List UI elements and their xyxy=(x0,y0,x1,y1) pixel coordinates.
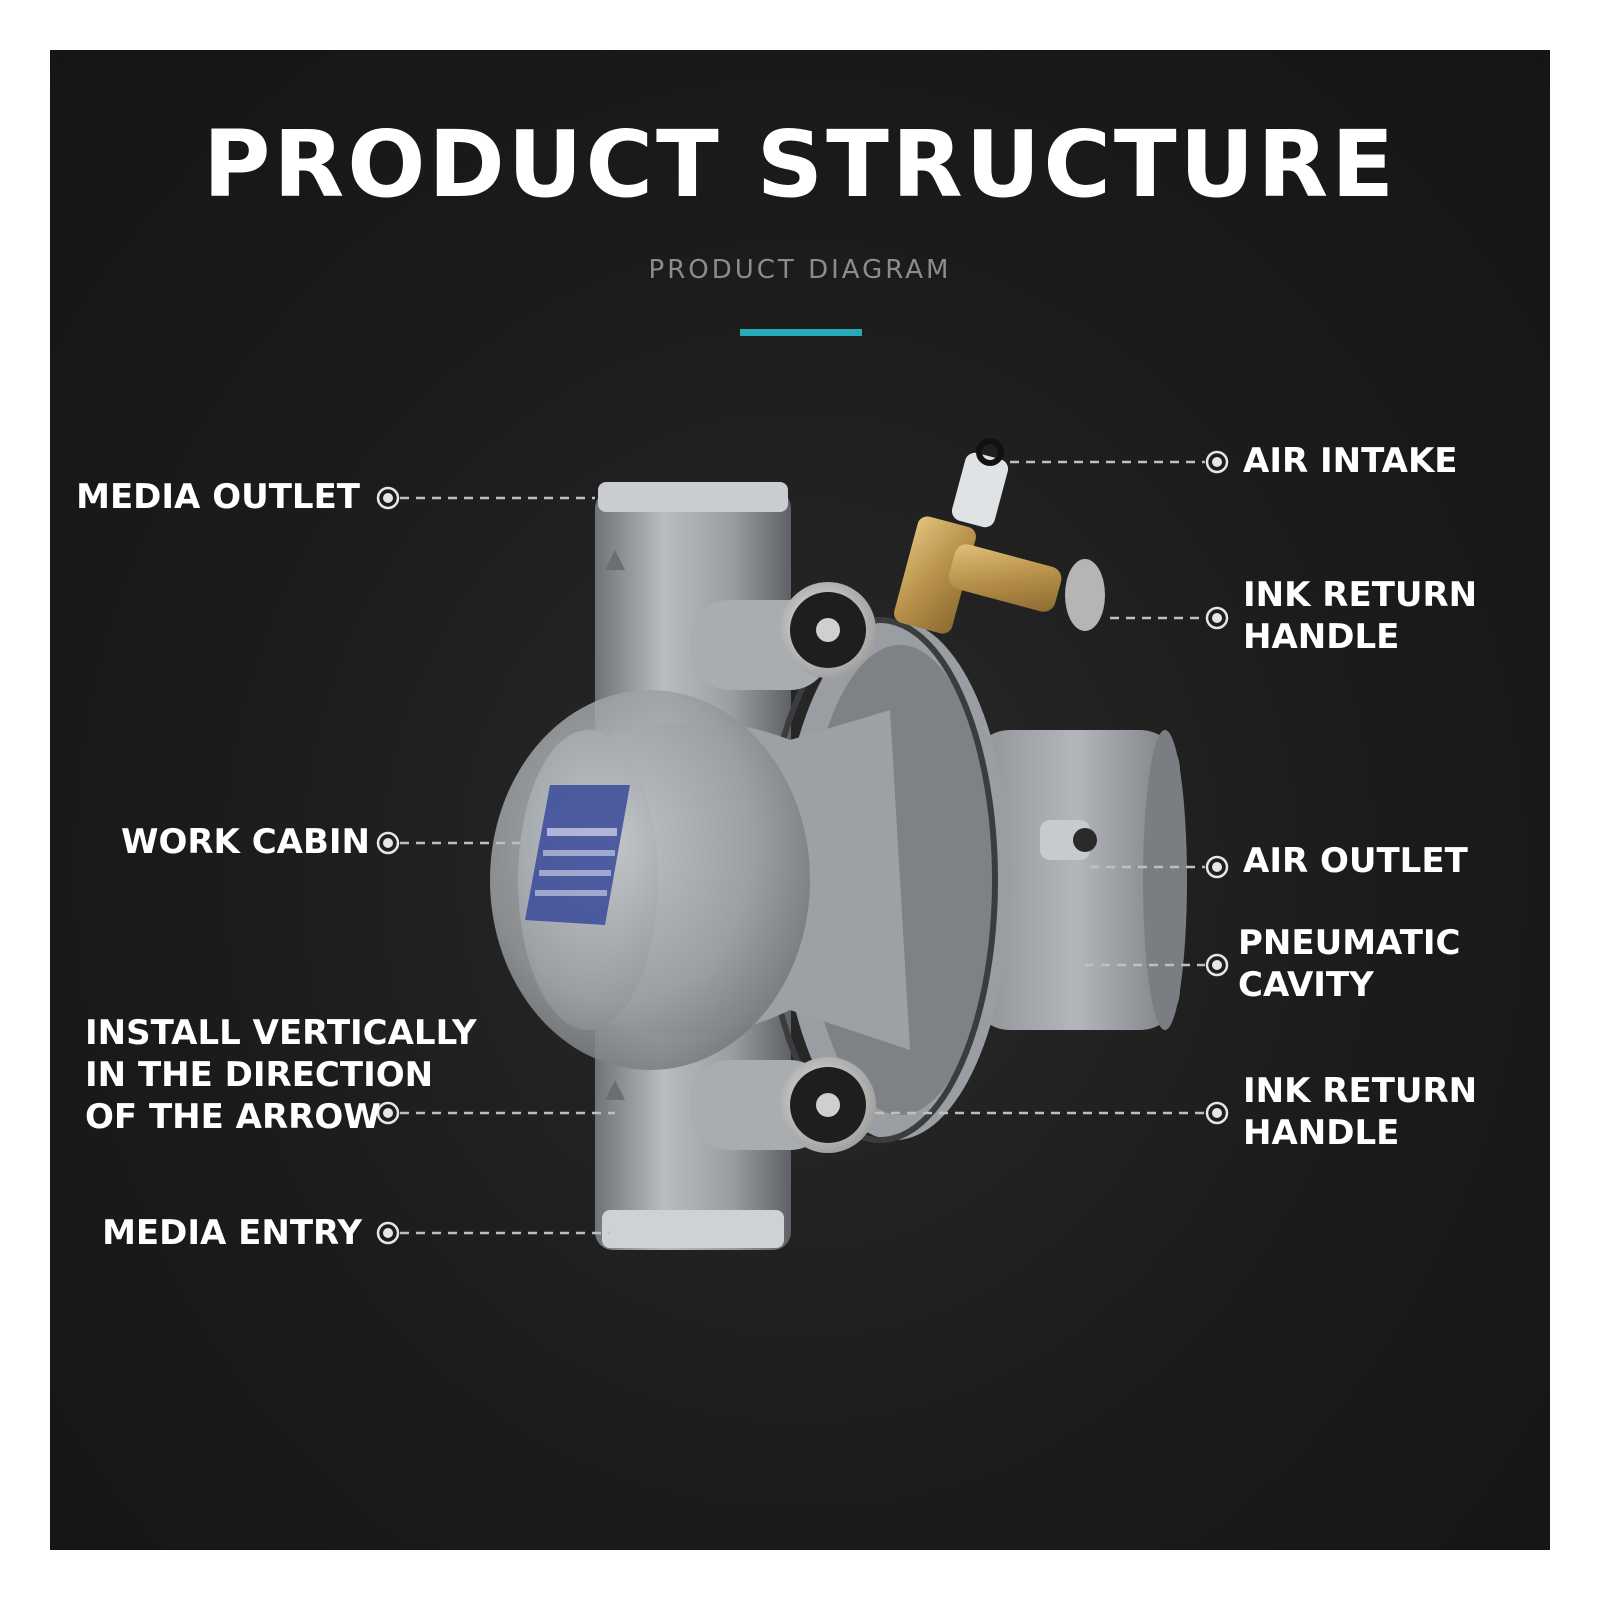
label-work-cabin: WORK CABIN xyxy=(120,822,370,862)
air-intake-fitting xyxy=(894,438,1105,634)
dot-icon xyxy=(376,1221,400,1245)
dot-icon xyxy=(1205,855,1229,879)
page-subtitle: PRODUCT DIAGRAM xyxy=(648,255,952,285)
ink-return-handle-bottom-knob xyxy=(690,1057,876,1153)
label-air-outlet: AIR OUTLET xyxy=(1243,841,1468,881)
dot-icon xyxy=(376,486,400,510)
marker-dots xyxy=(376,450,1229,1245)
page-title: PRODUCT STRUCTURE xyxy=(202,111,1398,218)
ink-return-handle-top-knob xyxy=(690,582,876,690)
pneumatic-cavity-body xyxy=(970,730,1187,1030)
label-install-note: INSTALL VERTICALLY IN THE DIRECTION OF T… xyxy=(85,1013,477,1137)
label-air-intake: AIR INTAKE xyxy=(1243,441,1458,481)
label-media-entry: MEDIA ENTRY xyxy=(102,1213,362,1253)
diagram-panel: PRODUCT STRUCTURE PRODUCT DIAGRAM xyxy=(50,50,1550,1550)
dot-icon xyxy=(1205,953,1229,977)
dot-icon xyxy=(1205,1101,1229,1125)
accent-bar xyxy=(740,329,862,336)
leader-lines xyxy=(400,460,1205,1235)
label-media-outlet: MEDIA OUTLET xyxy=(76,477,360,517)
work-cabin-body xyxy=(490,690,910,1070)
pump-diagram xyxy=(376,438,1229,1250)
dot-icon xyxy=(1205,606,1229,630)
label-ink-return-handle-top: INK RETURN HANDLE xyxy=(1243,575,1478,657)
dot-icon xyxy=(376,1101,400,1125)
label-pneumatic-cavity: PNEUMATIC CAVITY xyxy=(1238,923,1461,1005)
dot-icon xyxy=(1205,450,1229,474)
label-ink-return-handle-bottom: INK RETURN HANDLE xyxy=(1243,1071,1478,1153)
dot-icon xyxy=(376,831,400,855)
